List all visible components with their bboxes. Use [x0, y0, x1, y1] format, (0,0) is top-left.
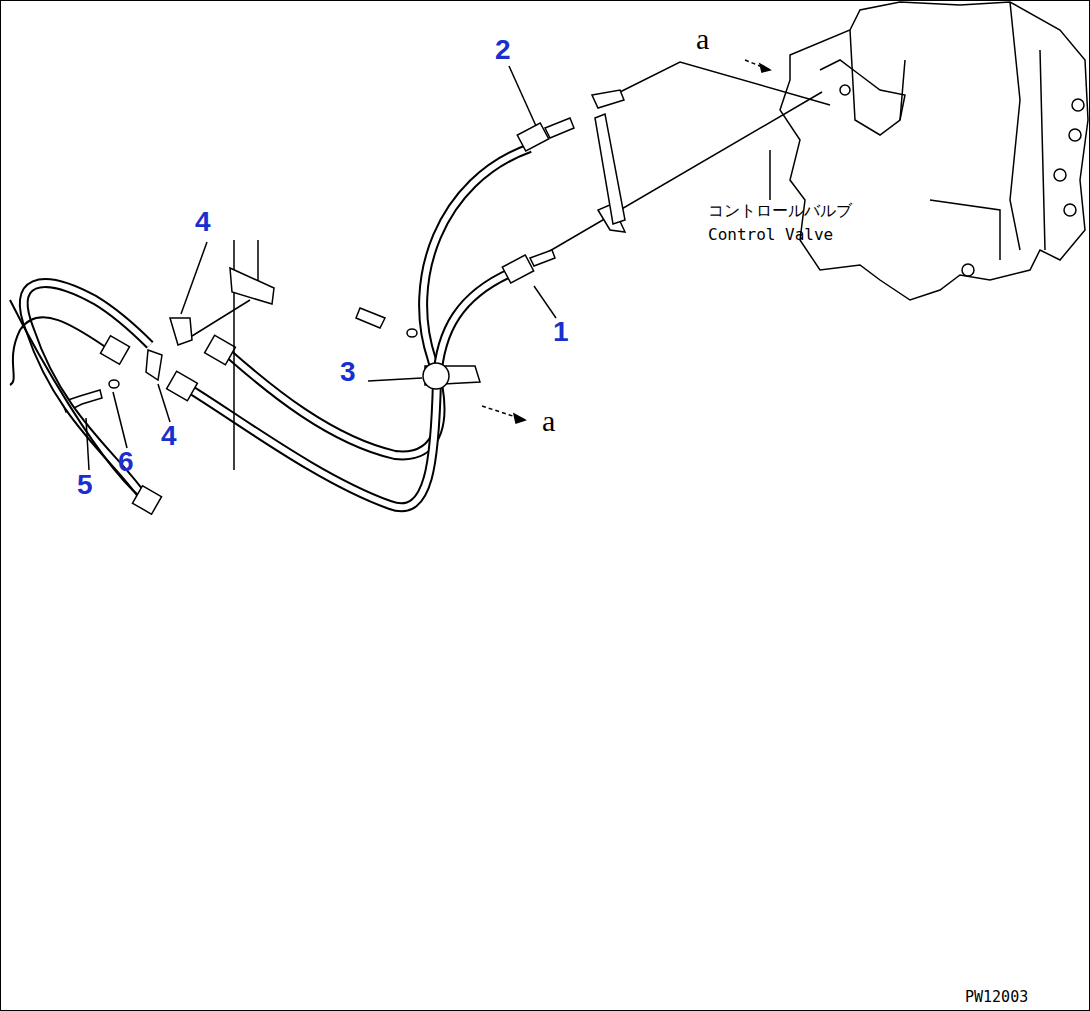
drawing-number: PW12003: [965, 990, 1028, 1005]
callout-number: 5: [77, 471, 93, 499]
part-label: Control Valve: [708, 227, 833, 243]
callout-number: 3: [340, 358, 356, 386]
callout-number: 1: [553, 318, 569, 346]
callout-number: 2: [495, 36, 511, 64]
part-label: コントロールバルブ: [708, 203, 852, 219]
callout-number: 4: [195, 208, 211, 236]
view-reference: a: [542, 406, 555, 436]
view-reference: a: [696, 24, 709, 54]
callout-number: 4: [161, 422, 177, 450]
callout-number: 6: [118, 448, 134, 476]
